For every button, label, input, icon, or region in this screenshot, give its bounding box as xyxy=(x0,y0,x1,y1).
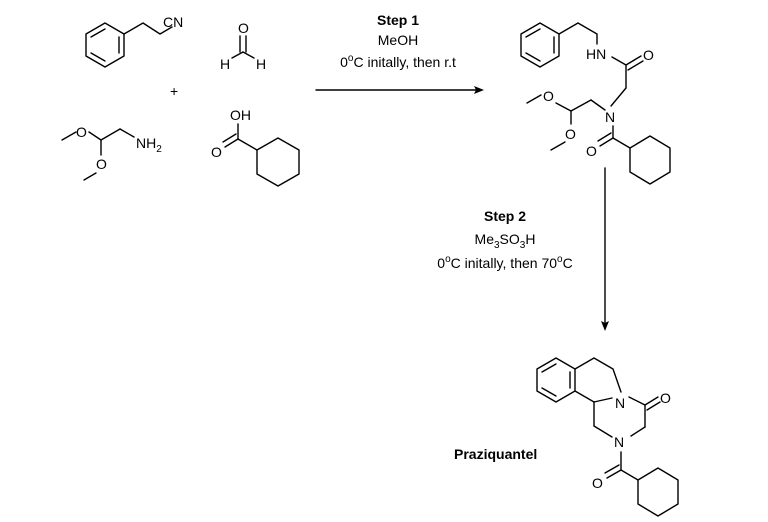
methoxy-oxygen-2: O xyxy=(96,156,107,172)
intermediate-methoxy-o1: O xyxy=(543,88,554,104)
step1-conditions: Step 1 MeOH 0oC initally, then r.t xyxy=(340,12,456,70)
product-oxygen-1: O xyxy=(660,390,671,406)
nitrile-group-label: CN xyxy=(163,14,183,30)
step2-temperature: 0oC initally, then 70oC xyxy=(437,254,572,271)
intermediate-n: N xyxy=(605,109,615,125)
step2-title: Step 2 xyxy=(484,208,526,224)
formaldehyde-h-left: H xyxy=(220,56,230,72)
product-n1: N xyxy=(615,395,625,411)
praziquantel-structure: N O N O xyxy=(536,357,679,517)
methoxy-oxygen-1: O xyxy=(76,124,87,140)
acid-oxygen: O xyxy=(211,144,222,160)
intermediate-structure: HN O N O O O xyxy=(520,22,671,185)
formaldehyde-h-right: H xyxy=(256,56,266,72)
step2-reagent: Me3SO3H xyxy=(475,231,536,251)
step1-temperature: 0oC initally, then r.t xyxy=(340,53,456,70)
step1-arrow xyxy=(315,86,484,94)
formaldehyde-reactant: O H H xyxy=(220,20,266,72)
plus-sign: + xyxy=(170,83,178,99)
intermediate-methoxy-o2: O xyxy=(565,126,576,142)
product-n2: N xyxy=(614,434,624,450)
product-name: Praziquantel xyxy=(454,446,537,462)
intermediate-acyl-oxygen: O xyxy=(586,143,597,159)
intermediate-hn: HN xyxy=(586,46,606,62)
step2-arrow xyxy=(601,167,609,331)
acid-oh-label: OH xyxy=(230,107,251,123)
formaldehyde-oxygen: O xyxy=(238,20,249,36)
amine-nh-label: NH2 xyxy=(136,135,162,155)
intermediate-amide-oxygen: O xyxy=(643,47,654,63)
nitrile-reactant: CN xyxy=(85,14,183,68)
step2-conditions: Step 2 Me3SO3H 0oC initally, then 70oC xyxy=(437,208,572,271)
step1-solvent: MeOH xyxy=(378,32,418,48)
product-oxygen-2: O xyxy=(592,475,603,491)
acid-reactant: OH O xyxy=(211,107,300,187)
step1-title: Step 1 xyxy=(377,12,419,28)
amine-reactant: O NH2 O xyxy=(61,124,162,181)
